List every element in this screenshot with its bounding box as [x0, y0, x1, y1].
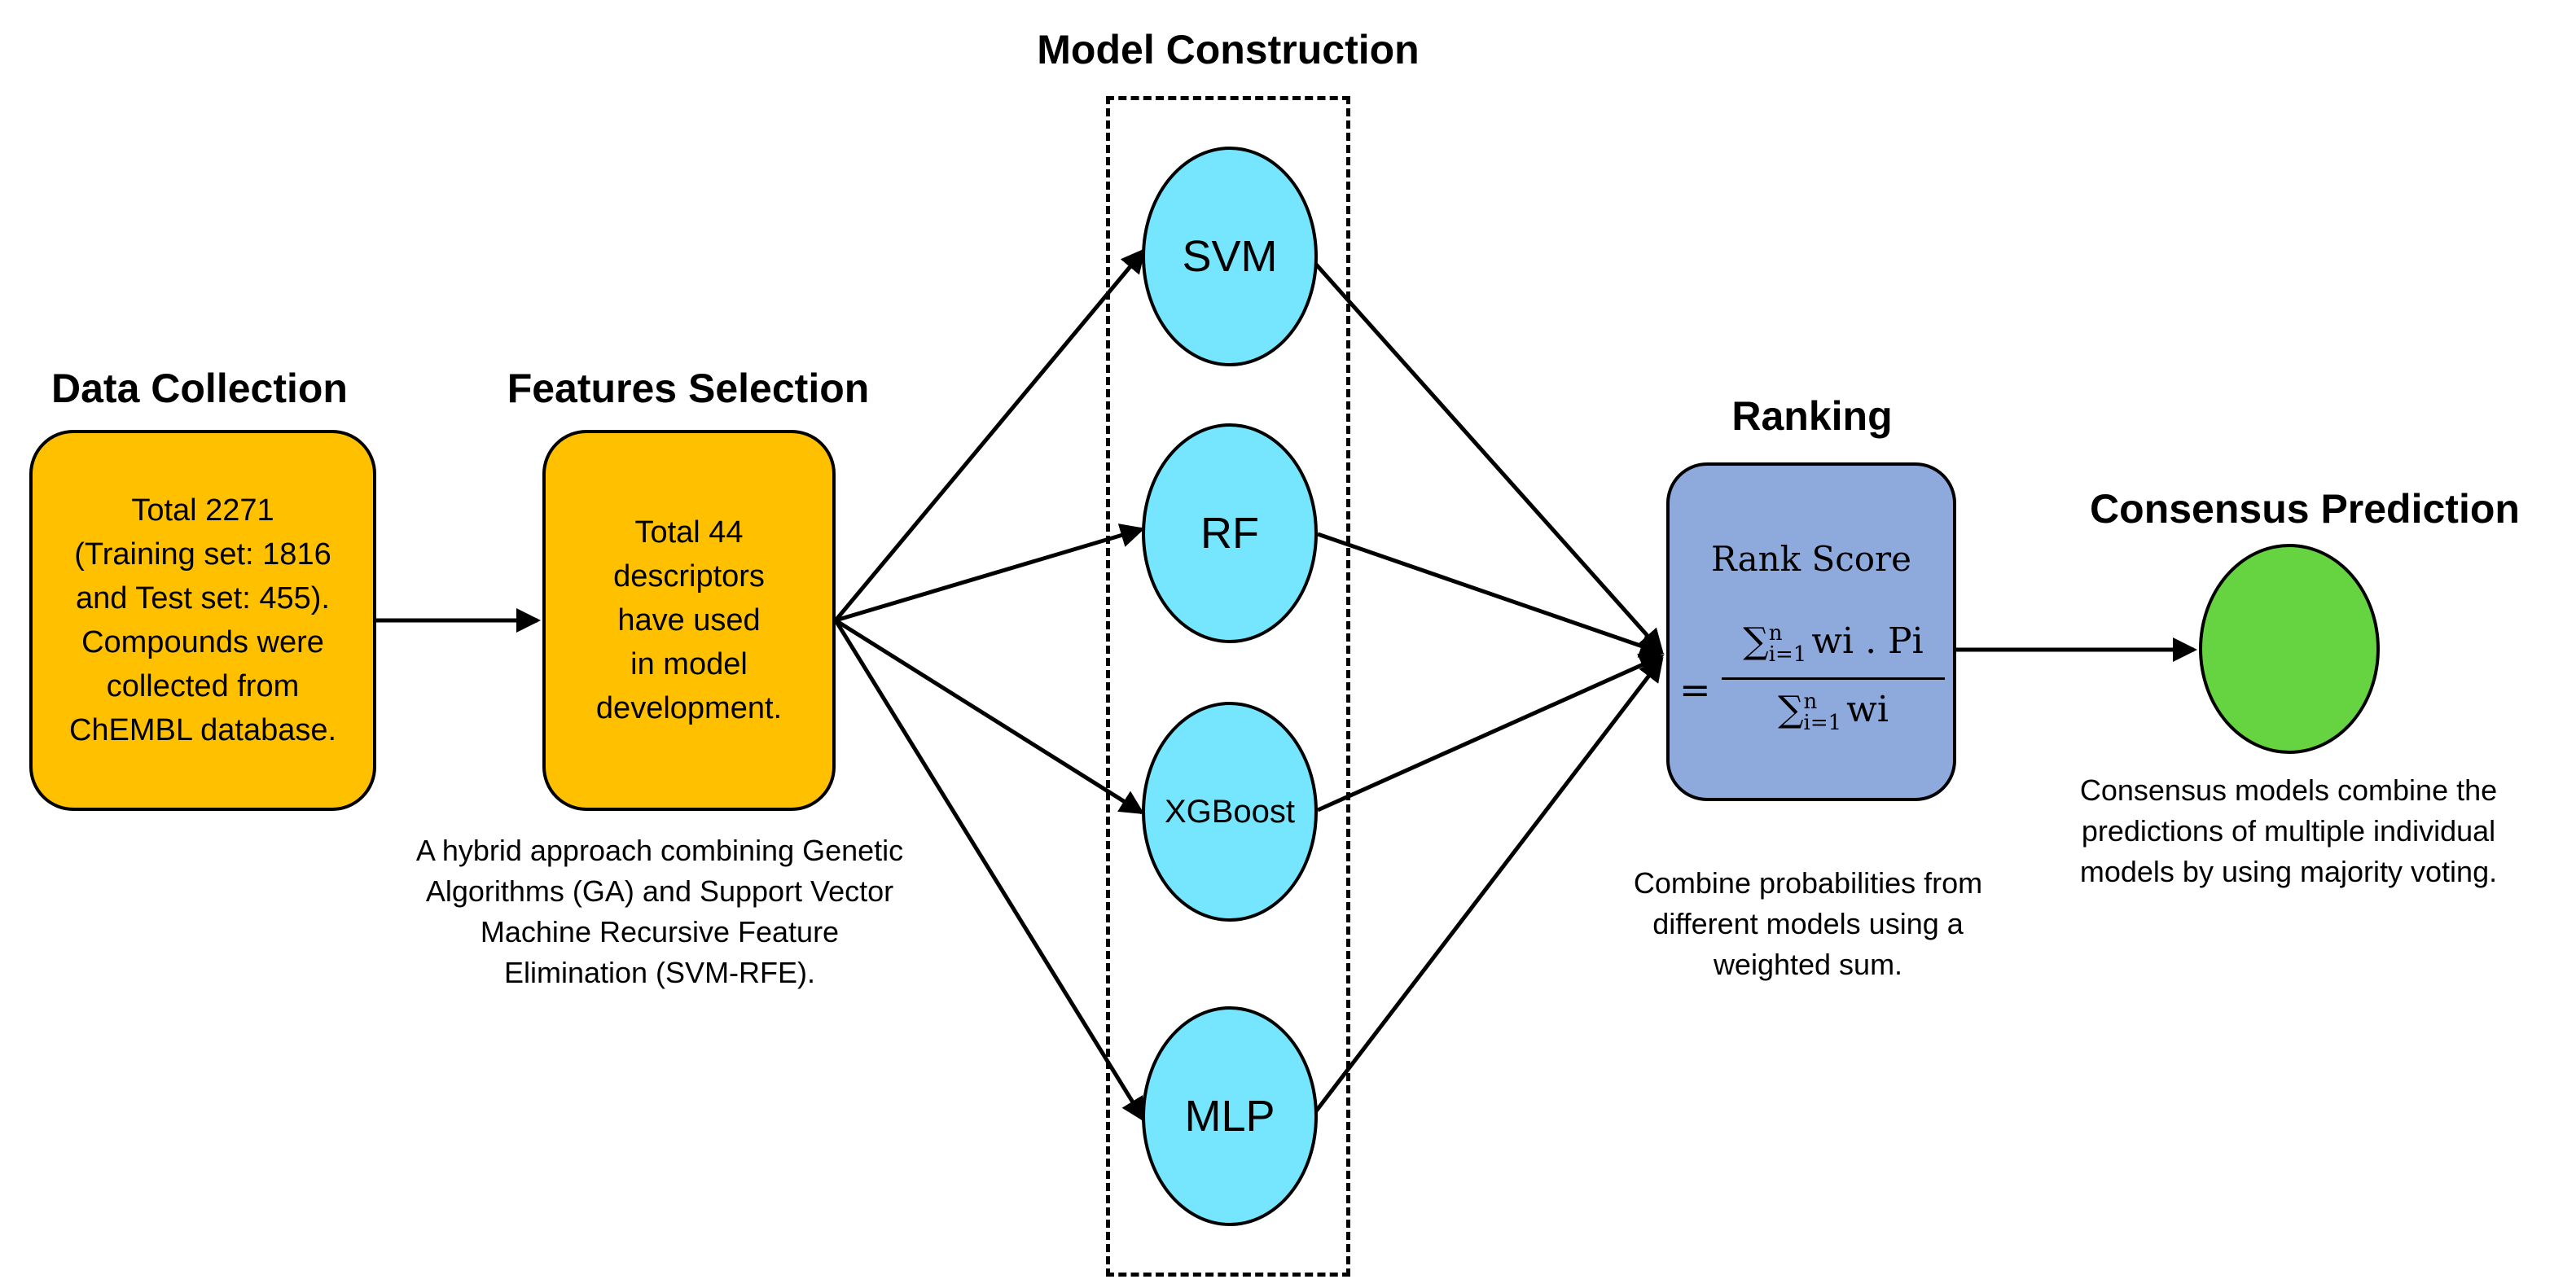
data-collection-line: and Test set: 455). — [76, 581, 330, 616]
ranking-caption-line: Combine probabilities from — [1633, 866, 1983, 900]
consensus-caption-line: Consensus models combine the — [2079, 773, 2498, 807]
features-caption-line: Algorithms (GA) and Support Vector — [425, 874, 894, 908]
data-collection-heading: Data Collection — [51, 366, 348, 411]
formula-equals: = — [1679, 668, 1711, 712]
arrow-selection-to-mlp — [833, 619, 1146, 1123]
data-collection-line: ChEMBL database. — [68, 713, 337, 747]
model-mlp: MLP — [1142, 1006, 1318, 1226]
data-collection-box: Total 2271 (Training set: 1816 and Test se… — [29, 430, 376, 811]
consensus-circle — [2199, 544, 2380, 754]
consensus-caption-line: models by using majority voting. — [2079, 855, 2498, 888]
denominator-sum-symbol: ∑ — [1778, 689, 1804, 730]
arrow-rf-to-ranking — [1317, 532, 1665, 658]
features-caption-line: A hybrid approach combining Genetic — [415, 834, 904, 867]
arrow-selection-to-rf — [835, 524, 1145, 623]
model-construction-frame — [1106, 96, 1350, 1277]
model-xgboost-label: XGBoost — [1164, 793, 1296, 830]
data-collection-line: Compounds were — [81, 625, 324, 659]
ranking-caption-line: different models using a — [1652, 907, 1964, 940]
features-caption-line: Machine Recursive Feature — [480, 915, 840, 948]
numerator-upper-limit: n — [1768, 620, 1783, 646]
features-selection-heading: Features Selection — [507, 366, 870, 411]
model-rf: RF — [1142, 423, 1318, 643]
data-collection-text: Total 2271 (Training set: 1816 and Test se… — [69, 488, 336, 752]
model-rf-label: RF — [1200, 509, 1259, 558]
rank-score-title: Rank Score — [1711, 539, 1911, 579]
formula-fraction-bar — [1722, 677, 1945, 680]
arrow-svm-to-ranking — [1310, 257, 1664, 654]
features-selection-line: have used — [617, 603, 761, 637]
features-selection-line: in model — [630, 647, 748, 681]
ranking-caption: Combine probabilities from different mode… — [1547, 863, 2069, 985]
model-mlp-label: MLP — [1184, 1092, 1275, 1141]
features-selection-box: Total 44 descriptors have used in model deve… — [542, 430, 836, 811]
ranking-caption-line: weighted sum. — [1713, 948, 1903, 981]
numerator-sum-symbol: ∑ — [1743, 620, 1769, 662]
model-xgboost: XGBoost — [1142, 702, 1318, 922]
features-selection-text: Total 44 descriptors have used in model deve… — [596, 510, 782, 730]
data-collection-line: (Training set: 1816 — [74, 537, 331, 572]
model-svm: SVM — [1142, 147, 1318, 366]
ranking-heading: Ranking — [1731, 393, 1893, 439]
features-selection-line: descriptors — [613, 559, 765, 594]
data-collection-line: Total 2271 — [131, 493, 274, 528]
arrow-mlp-to-ranking — [1311, 656, 1664, 1117]
consensus-prediction-heading: Consensus Prediction — [2090, 486, 2520, 532]
consensus-caption-line: predictions of multiple individual — [2081, 814, 2496, 848]
data-collection-line: collected from — [106, 669, 300, 703]
features-selection-line: Total 44 — [634, 515, 744, 550]
numerator-lower-limit: i=1 — [1768, 642, 1807, 667]
arrow-selection-to-xgboost — [834, 618, 1145, 815]
arrow-selection-to-svm — [834, 248, 1146, 622]
arrow-xgboost-to-ranking — [1316, 653, 1665, 813]
consensus-prediction-caption: Consensus models combine the predictions … — [2036, 770, 2541, 892]
features-caption-line: Elimination (SVM-RFE). — [503, 956, 816, 989]
denominator-lower-limit: i=1 — [1803, 710, 1842, 735]
denominator-upper-limit: n — [1803, 689, 1818, 714]
features-selection-line: development. — [595, 691, 783, 725]
numerator-term: wi . Pi — [1811, 620, 1924, 662]
denominator-term: wi — [1846, 689, 1889, 730]
model-svm-label: SVM — [1182, 232, 1278, 281]
model-construction-heading: Model Construction — [1037, 27, 1420, 72]
